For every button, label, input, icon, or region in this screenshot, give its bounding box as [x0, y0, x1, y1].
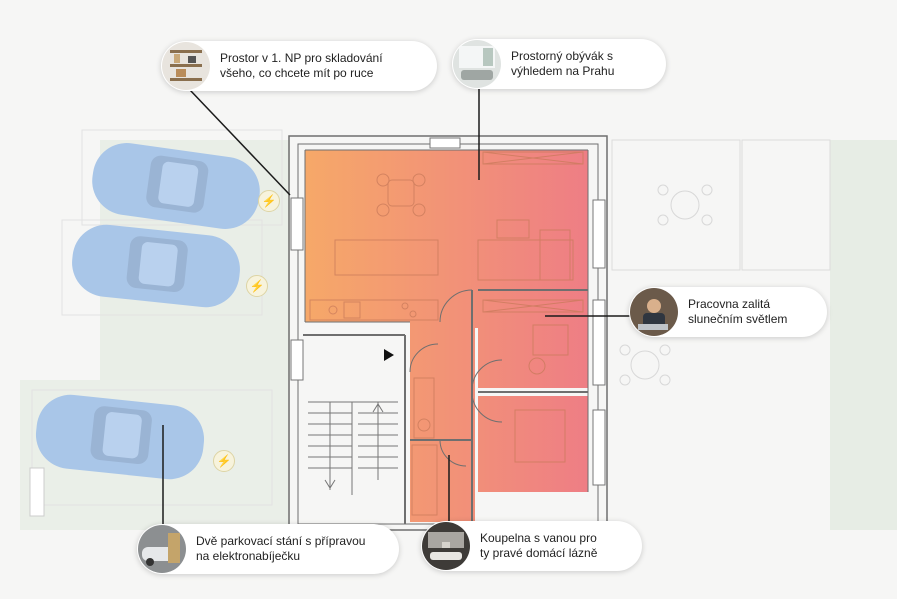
shelves-photo-icon: [162, 42, 210, 90]
bathroom-photo-icon: [422, 522, 470, 570]
callout-line: Koupelna s vanou pro: [480, 531, 597, 545]
callout-line: všeho, co chcete mít po ruce: [220, 66, 374, 80]
charger-lightning-icon: ⚡: [258, 190, 280, 212]
living-room-photo-icon: [453, 40, 501, 88]
car: [72, 224, 240, 308]
callout-line: Dvě parkovací stání s přípravou: [196, 534, 366, 548]
car: [92, 143, 260, 229]
furniture: [309, 151, 584, 516]
callout-line: Prostor v 1. NP pro skladování: [220, 51, 383, 65]
callout-line: slunečním světlem: [688, 312, 788, 326]
sign: [29, 467, 45, 517]
person-laptop-photo-icon: [630, 288, 678, 336]
charger-lightning-icon: ⚡: [246, 275, 268, 297]
charger-lightning-icon: ⚡: [213, 450, 235, 472]
windows: [290, 137, 606, 486]
play-arrow-icon: [384, 349, 394, 361]
leader-lines: [162, 88, 630, 525]
neighbour-furniture: [619, 184, 713, 386]
car-charging-photo-icon: [138, 525, 186, 573]
staircase: [308, 401, 398, 495]
callout-line: výhledem na Prahu: [511, 64, 615, 78]
callout-line: Prostorný obývák s: [511, 49, 614, 63]
car: [35, 394, 205, 480]
apartment-area: [305, 150, 588, 522]
callout-line: ty pravé domácí lázně: [480, 546, 598, 560]
callout-line: na elektronabíječku: [196, 549, 301, 563]
callout-line: Pracovna zalitá: [688, 297, 771, 311]
